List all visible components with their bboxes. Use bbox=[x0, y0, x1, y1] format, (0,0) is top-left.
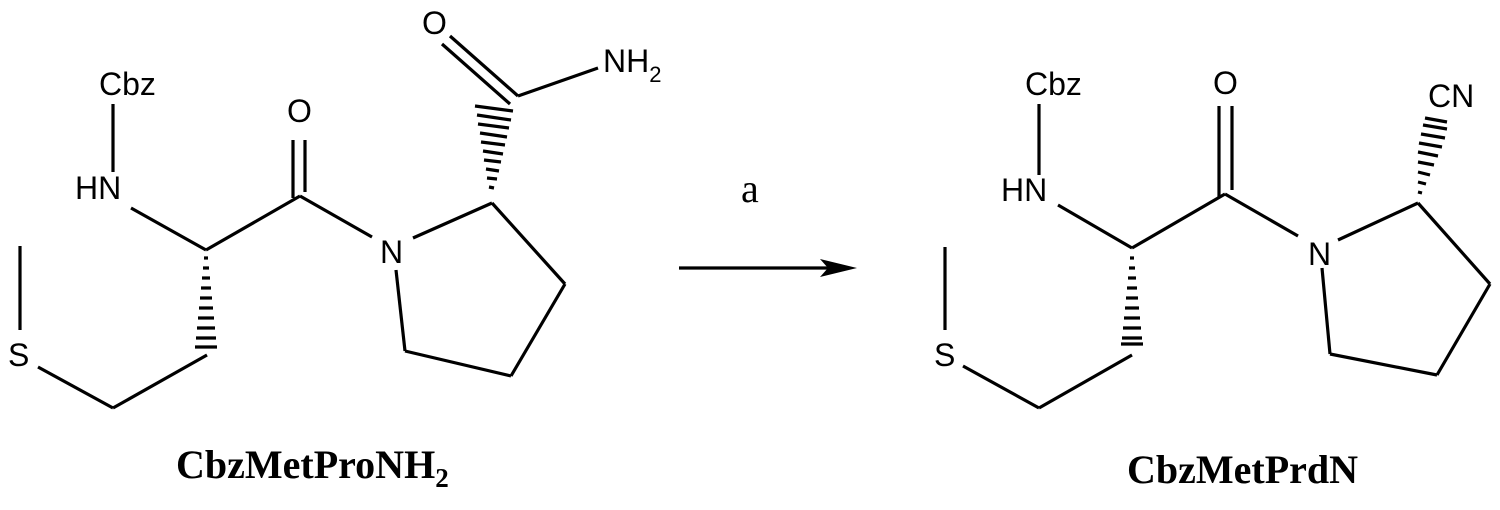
reactant-ring-bond-c5-n bbox=[394, 269, 407, 352]
reactant-carbonyl-n-bond bbox=[299, 194, 373, 239]
reaction-condition-label: a bbox=[741, 166, 759, 211]
reactant-carbonyl-o-label: O bbox=[287, 93, 312, 129]
reactant-structure: Cbz HN O N bbox=[8, 5, 661, 410]
product-s-label: S bbox=[934, 337, 955, 373]
reactant-ring-bond-n-c2 bbox=[412, 201, 493, 240]
reaction-arrow-head-icon bbox=[820, 259, 857, 277]
product-ring-bond-c4-c5 bbox=[1329, 352, 1438, 377]
product-n-calpha-bond bbox=[1057, 203, 1133, 250]
product-carbonyl-n-bond bbox=[1224, 192, 1299, 238]
reactant-n-calpha-bond bbox=[130, 206, 207, 252]
reactant-amide-o-label: O bbox=[422, 5, 447, 41]
reactant-name: CbzMetProNH2 bbox=[176, 442, 449, 493]
reactant-hn-label: HN bbox=[75, 170, 121, 206]
reactant-s-label: S bbox=[8, 337, 29, 373]
product-hn-label: HN bbox=[1001, 172, 1047, 208]
product-ring-bond-c2-c3 bbox=[1416, 201, 1492, 286]
reactant-hashed-wedge-sidechain bbox=[195, 256, 217, 349]
reactant-ring-bond-c2-c3 bbox=[490, 201, 567, 286]
reactant-ring-bond-c3-c4 bbox=[509, 283, 567, 377]
product-ring-bond-c5-n bbox=[1320, 267, 1332, 355]
reactant-amide-double-bond-1 bbox=[448, 34, 520, 98]
product-structure: Cbz HN O N CN bbox=[934, 65, 1492, 410]
product-nitrile-label: CN bbox=[1428, 78, 1474, 114]
reactant-amide-double-bond-2 bbox=[440, 42, 512, 106]
reactant-nh2-label: NH2 bbox=[603, 43, 661, 87]
product-ch2-s-bond bbox=[962, 364, 1040, 410]
product-cbz-label: Cbz bbox=[1025, 66, 1082, 102]
reactant-ring-bond-c4-c5 bbox=[404, 349, 512, 378]
reactant-ring-n-label: N bbox=[380, 234, 403, 270]
product-carbonyl-o-label: O bbox=[1213, 65, 1238, 101]
product-ring-n-label: N bbox=[1308, 236, 1331, 272]
product-hashed-wedge-nitrile bbox=[1417, 116, 1448, 195]
product-hashed-wedge-sidechain bbox=[1121, 256, 1143, 346]
product-name: CbzMetPrdN bbox=[1127, 447, 1358, 492]
product-ch2-ch2-bond bbox=[1038, 353, 1133, 410]
reactant-ch2-ch2-bond bbox=[112, 353, 208, 410]
reactant-cbz-label: Cbz bbox=[99, 66, 156, 102]
reactant-amide-nh2-bond bbox=[517, 66, 599, 98]
product-ring-bond-c3-c4 bbox=[1435, 283, 1492, 376]
reactant-ch2-s-bond bbox=[37, 365, 114, 410]
product-ring-bond-n-c2 bbox=[1337, 201, 1419, 242]
product-calpha-carbonyl-bond bbox=[1131, 192, 1226, 250]
reaction-arrow bbox=[679, 259, 857, 277]
reactant-hashed-wedge-amide bbox=[474, 104, 514, 190]
reactant-calpha-carbonyl-bond bbox=[205, 194, 301, 252]
